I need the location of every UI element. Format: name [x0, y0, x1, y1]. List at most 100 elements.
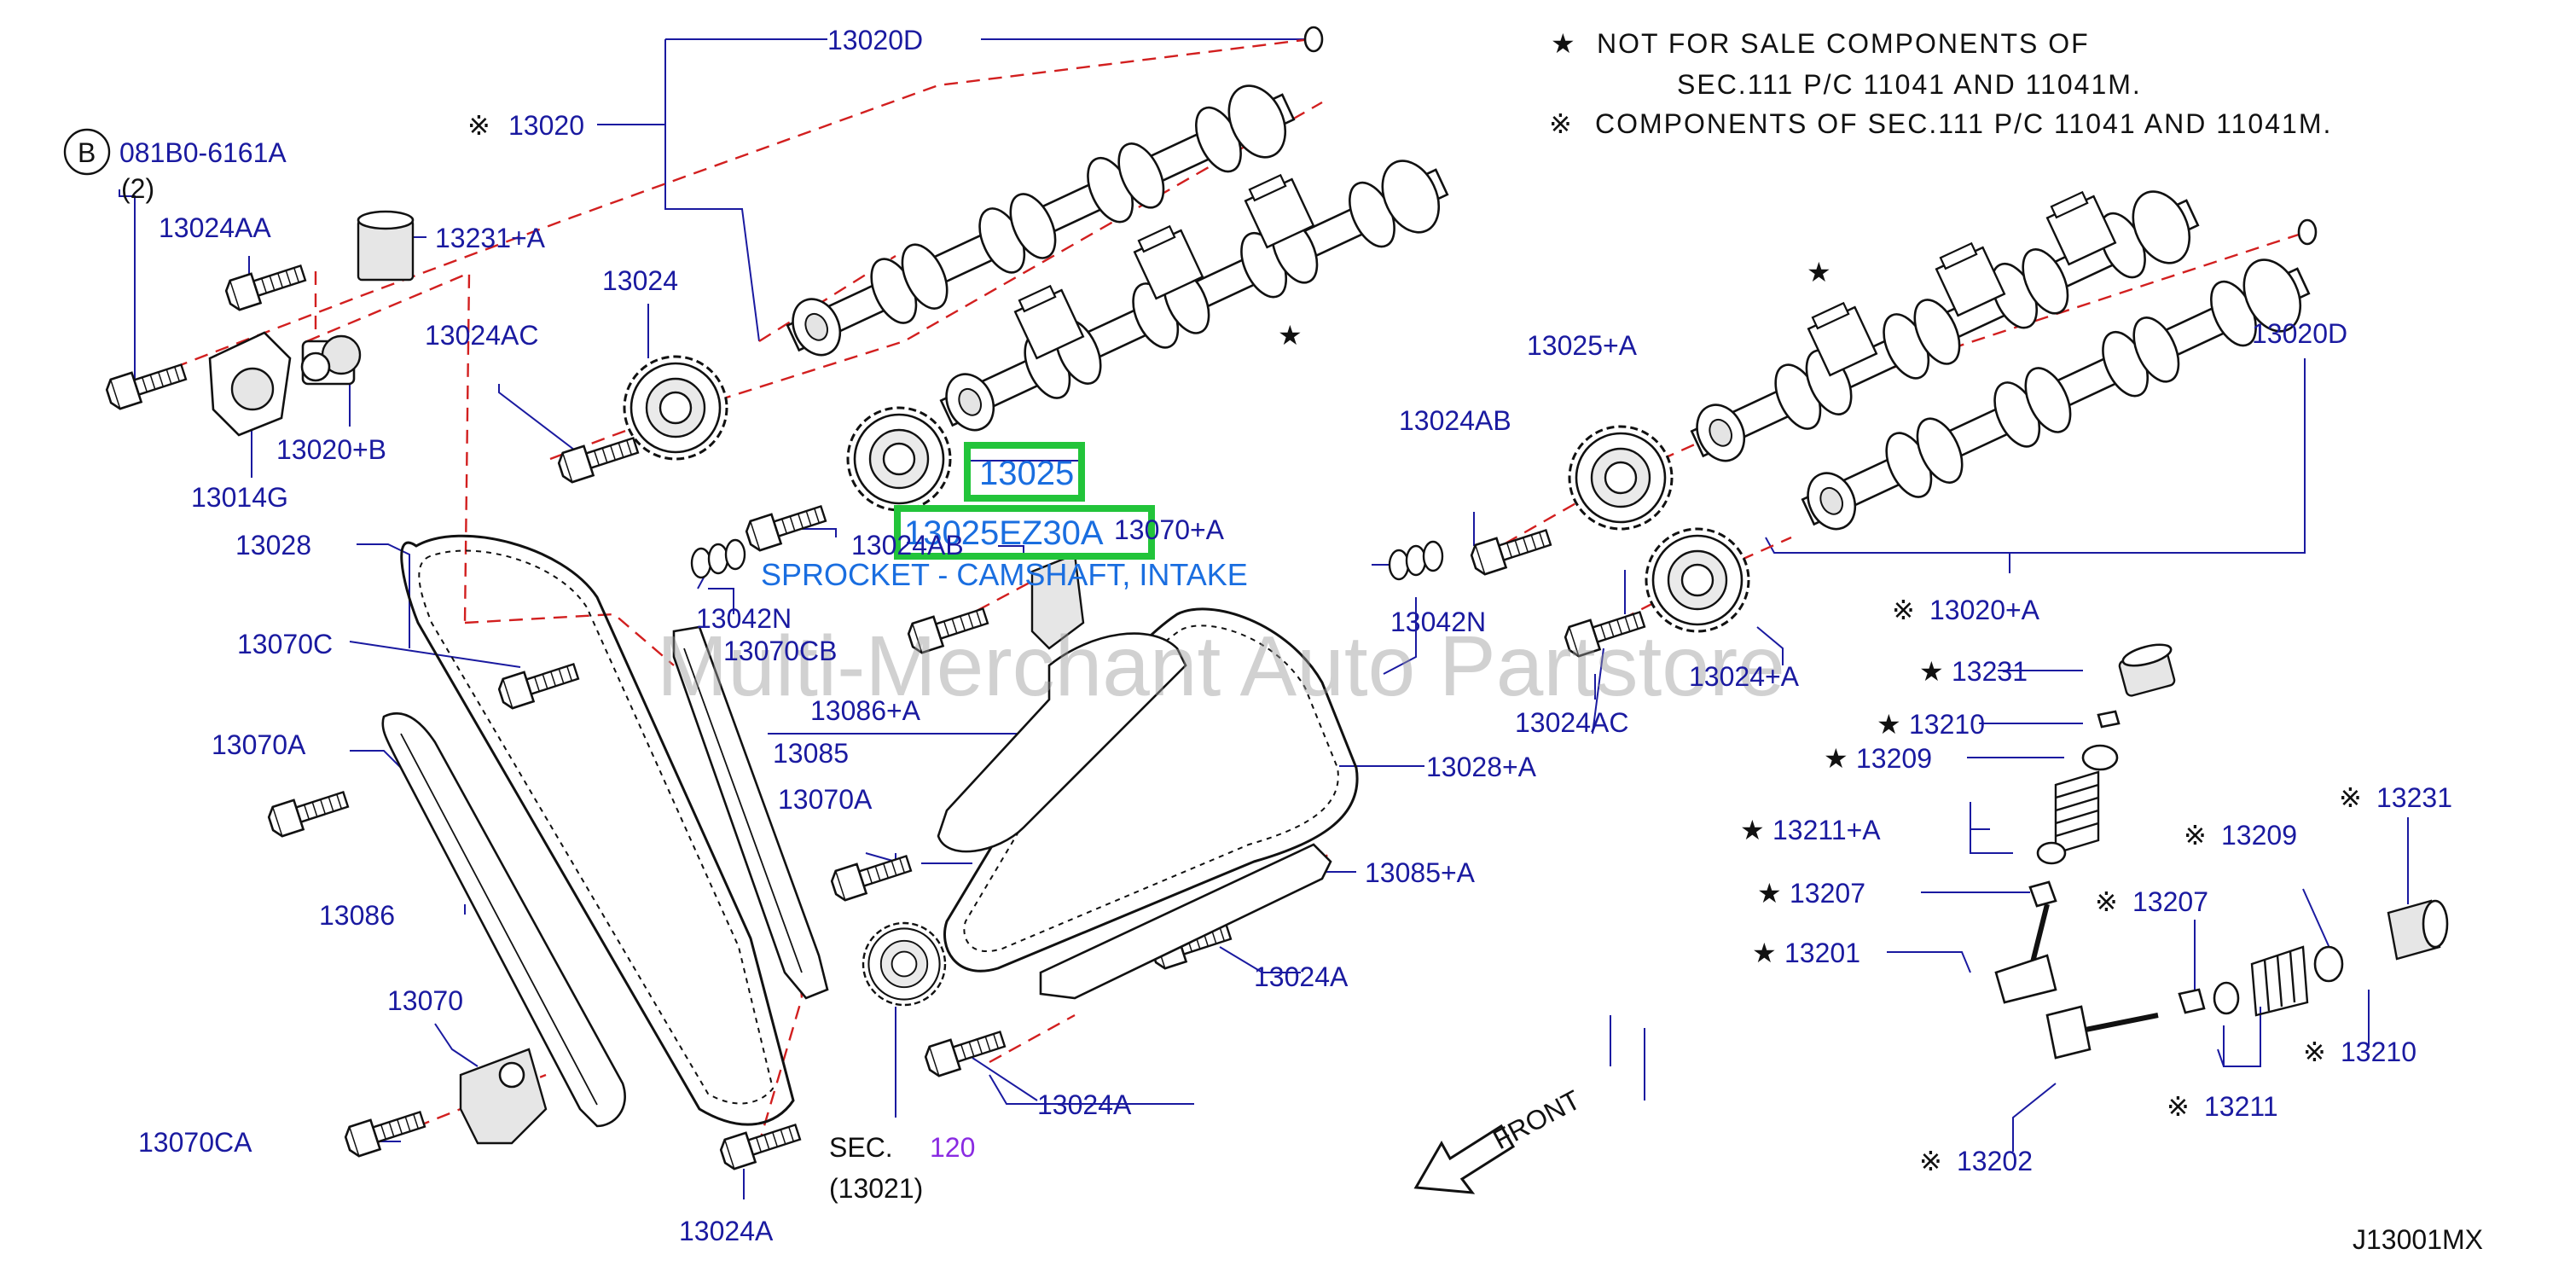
ref-b-letter: B — [78, 137, 96, 168]
label-13207-kome[interactable]: 13207 — [2132, 886, 2208, 917]
label-13042n-left[interactable]: 13042N — [696, 603, 792, 634]
highlight-description: SPROCKET - CAMSHAFT, INTAKE — [761, 557, 1248, 592]
part-13231a-cup — [357, 210, 415, 282]
section-ref-label: SEC. — [829, 1132, 893, 1163]
highlight-box-13025ez30a — [894, 505, 1155, 560]
section-ref-sub: (13021) — [829, 1173, 923, 1204]
label-13024a-bottom[interactable]: 13024A — [679, 1216, 774, 1246]
label-13070a-plus[interactable]: 13070+A — [1114, 514, 1225, 545]
label-13211a-star-symbol: ★ — [1740, 815, 1765, 845]
label-13202[interactable]: 13202 — [1957, 1146, 2033, 1176]
sprocket-13024-left — [623, 355, 728, 461]
note-kome-symbol: ※ — [1549, 108, 1572, 139]
label-13070[interactable]: 13070 — [387, 985, 463, 1016]
bolt-13070a-left — [264, 783, 352, 839]
label-13070a-mid[interactable]: 13070A — [778, 784, 873, 815]
label-13086[interactable]: 13086 — [319, 900, 395, 931]
label-13086a[interactable]: 13086+A — [810, 695, 921, 726]
label-13209-kome[interactable]: 13209 — [2221, 820, 2297, 851]
label-13025-highlighted[interactable]: 13025 — [979, 455, 1074, 492]
valve-train-star — [1994, 643, 2176, 1004]
guide-13086 — [381, 711, 626, 1128]
label-13028[interactable]: 13028 — [235, 530, 311, 560]
front-arrow — [1413, 1124, 1516, 1194]
bolt-13024ab-right — [1467, 521, 1555, 578]
bolt-13024a-bottom — [717, 1116, 804, 1172]
label-13085a[interactable]: 13085+A — [1365, 857, 1476, 888]
label-13024-left[interactable]: 13024 — [602, 265, 678, 296]
label-13024a-plus[interactable]: 13024+A — [1689, 661, 1800, 692]
label-13070a-left[interactable]: 13070A — [212, 729, 306, 760]
label-13024ab-right[interactable]: 13024AB — [1399, 405, 1511, 436]
label-13020-kome-symbol: ※ — [467, 110, 490, 141]
label-13070c[interactable]: 13070C — [237, 629, 333, 659]
label-13020[interactable]: 13020 — [508, 110, 584, 141]
label-13231-star[interactable]: 13231 — [1952, 656, 2028, 687]
bolt-081b0 — [102, 356, 190, 412]
ref-b-circle — [63, 128, 111, 176]
label-13024aa[interactable]: 13024AA — [159, 212, 271, 243]
note-star-symbol: ★ — [1551, 28, 1575, 59]
label-13014g[interactable]: 13014G — [191, 482, 288, 513]
bolt-13070a-mid — [827, 847, 915, 903]
diagram-code: J13001MX — [2353, 1224, 2483, 1255]
label-13025a[interactable]: 13025+A — [1527, 330, 1638, 361]
washers-13042n-right — [1388, 540, 1444, 581]
camshaft-plug-right — [2297, 218, 2318, 246]
camshaft-star-marker-right: ★ — [1807, 257, 1831, 287]
label-13207-star[interactable]: 13207 — [1790, 878, 1865, 909]
label-13211-kome-symbol: ※ — [2167, 1091, 2190, 1122]
valve-train-kome — [2045, 899, 2449, 1060]
sprocket-13024a-right — [1645, 527, 1750, 633]
guide-13085a — [1039, 843, 1332, 1000]
note-not-for-sale-line2: SEC.111 P/C 11041 AND 11041M. — [1677, 69, 2142, 100]
label-13211-kome[interactable]: 13211 — [2204, 1091, 2278, 1122]
label-13024a-right[interactable]: 13024A — [1254, 961, 1349, 992]
label-13042n-right[interactable]: 13042N — [1390, 607, 1486, 637]
label-13024ac-left[interactable]: 13024AC — [425, 320, 538, 351]
label-13207-kome-symbol: ※ — [2095, 886, 2118, 917]
label-13020d-right[interactable]: 13020D — [2252, 318, 2347, 349]
front-label: FRONT — [1488, 1084, 1585, 1156]
label-13201-star-symbol: ★ — [1752, 938, 1777, 968]
label-13201[interactable]: 13201 — [1784, 938, 1860, 968]
washers-13042n-left — [690, 538, 746, 579]
ref-b-qty: (2) — [121, 173, 154, 204]
highlight-box-13025 — [964, 442, 1085, 502]
label-13070ca[interactable]: 13070CA — [138, 1127, 252, 1158]
sprocket-13025a-right — [1568, 425, 1674, 531]
camshaft-left-lower — [930, 147, 1459, 449]
watermark: Multi-Merchant Auto Partstore — [657, 618, 1785, 714]
label-13085[interactable]: 13085 — [773, 738, 849, 769]
label-13210-star-symbol: ★ — [1877, 709, 1901, 740]
label-13231a[interactable]: 13231+A — [435, 223, 546, 253]
part-labels: 13020D ※ 13020 13024AA 13231+A 13024 130… — [138, 25, 2452, 1246]
label-13231-kome-symbol: ※ — [2339, 782, 2362, 813]
label-13231-star-symbol: ★ — [1919, 656, 1944, 687]
guide-13086a — [937, 632, 1187, 853]
label-13210-kome[interactable]: 13210 — [2341, 1037, 2416, 1067]
label-13024ac-right[interactable]: 13024AC — [1515, 707, 1628, 738]
label-13024a-mid[interactable]: 13024A — [1037, 1089, 1132, 1120]
label-13024ab-left[interactable]: 13024AB — [851, 530, 964, 560]
sprocket-13025-intake-left — [846, 406, 952, 512]
ref-b-part[interactable]: 081B0-6161A — [119, 137, 287, 168]
part-13014g-cover — [208, 331, 292, 437]
label-13207-star-symbol: ★ — [1757, 878, 1782, 909]
label-13231-kome[interactable]: 13231 — [2376, 782, 2452, 813]
bolt-13024ac-left — [554, 429, 642, 485]
label-13210-star[interactable]: 13210 — [1909, 709, 1985, 740]
label-13020b[interactable]: 13020+B — [276, 434, 386, 465]
section-ref-number[interactable]: 120 — [930, 1132, 975, 1163]
label-13209-star[interactable]: 13209 — [1856, 743, 1932, 774]
label-13209-kome-symbol: ※ — [2184, 820, 2207, 851]
label-13020d-top[interactable]: 13020D — [827, 25, 923, 55]
guide-13085 — [672, 625, 829, 1000]
label-13020a[interactable]: 13020+A — [1929, 595, 2040, 625]
highlight-part-code[interactable]: 13025EZ30A — [904, 514, 1104, 552]
label-13211a[interactable]: 13211+A — [1772, 815, 1881, 845]
part-13020b-actuator — [300, 334, 362, 386]
label-13028a[interactable]: 13028+A — [1426, 752, 1537, 782]
bolt-13024a-mid — [921, 1023, 1009, 1079]
label-13070cb[interactable]: 13070CB — [723, 636, 837, 666]
